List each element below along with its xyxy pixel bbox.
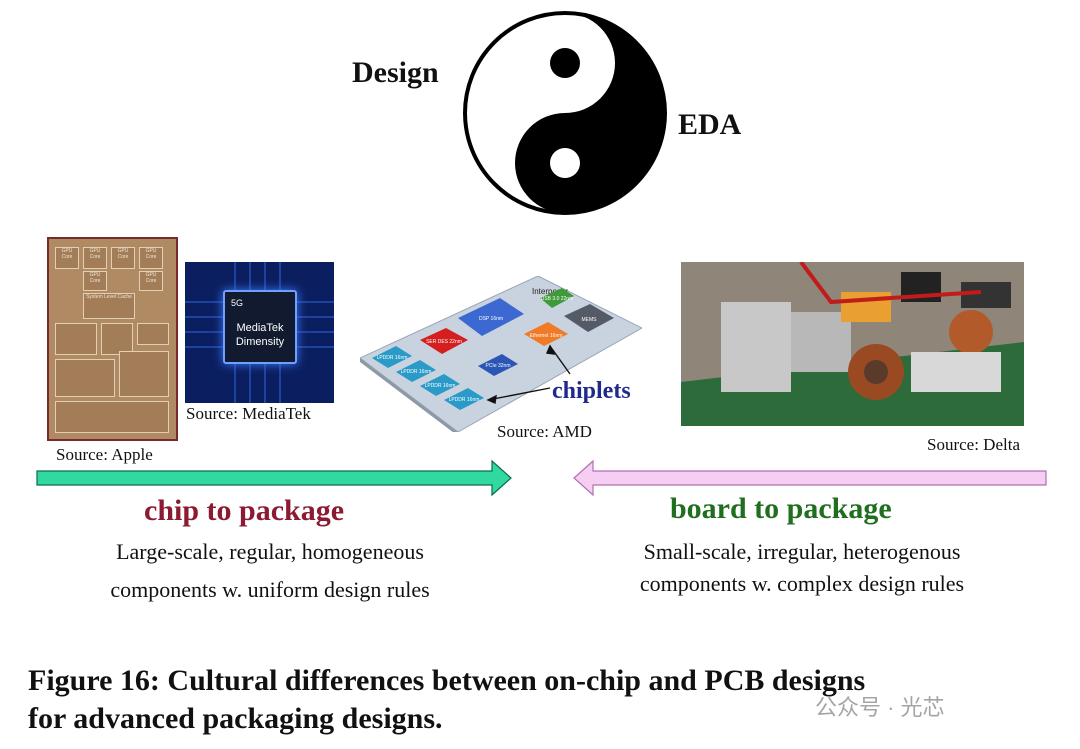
mems-chiplet-label: MEMS [582,317,598,323]
description-line: Small-scale, irregular, heterogenous [580,536,1024,568]
die-block: GPU Core [139,271,163,291]
description-line: Large-scale, regular, homogeneous [40,533,500,571]
board-to-package-description: Small-scale, irregular, heterogenous com… [580,536,1024,600]
lpddr-chiplet-label: LPDDR 16nm [377,355,408,361]
dsp-chiplet-label: DSP 16nm [479,316,503,322]
description-line: components w. complex design rules [580,568,1024,600]
lpddr-chiplet-label: LPDDR 16nm [449,397,480,403]
board-to-package-title: board to package [670,492,892,526]
usb-chiplet-label: USB 3.0 22nm [541,296,574,302]
ethernet-chiplet-label: Ethernet 16nm [530,333,563,339]
chip-to-package-title: chip to package [144,494,344,528]
5g-badge: 5G [231,298,243,308]
serdes-chiplet-label: SER DES 22nm [426,339,462,345]
source-delta: Source: Delta [927,435,1020,455]
amd-chiplet-interposer: Interposer USB 3.0 22nm DSP 16nm MEMS SE… [360,276,642,432]
die-block: GPU Core [139,247,163,269]
dimensity-brand: Dimensity [225,336,295,348]
apple-die-photo: GPU Core GPU Core GPU Core GPU Core GPU … [47,237,178,441]
chip-to-package-arrow [37,461,511,495]
mediatek-brand: MediaTek [225,322,295,334]
eda-label: EDA [678,108,741,142]
chiplets-label: chiplets [552,378,631,405]
die-block: GPU Core [83,271,107,291]
die-block: GPU Core [83,247,107,269]
design-label: Design [352,56,439,90]
watermark: 公众号 · 光芯 [815,690,945,722]
mediatek-chip: 5G MediaTek Dimensity [223,290,297,364]
mediatek-chip-image: 5G MediaTek Dimensity [185,262,334,403]
die-block: GPU Core [111,247,135,269]
yin-yang-symbol [462,10,668,216]
lpddr-chiplet-label: LPDDR 16nm [401,369,432,375]
die-block: GPU Core [55,247,79,269]
description-line: components w. uniform design rules [40,571,500,609]
delta-board-photo [681,262,1024,426]
chip-to-package-description: Large-scale, regular, homogeneous compon… [40,533,500,609]
die-block: System Level Cache [83,293,135,319]
source-mediatek: Source: MediaTek [186,404,311,424]
source-amd: Source: AMD [497,422,592,442]
board-to-package-arrow [574,461,1046,495]
lpddr-chiplet-label: LPDDR 16nm [425,383,456,389]
pcie-chiplet-label: PCIe 32nm [485,363,510,369]
